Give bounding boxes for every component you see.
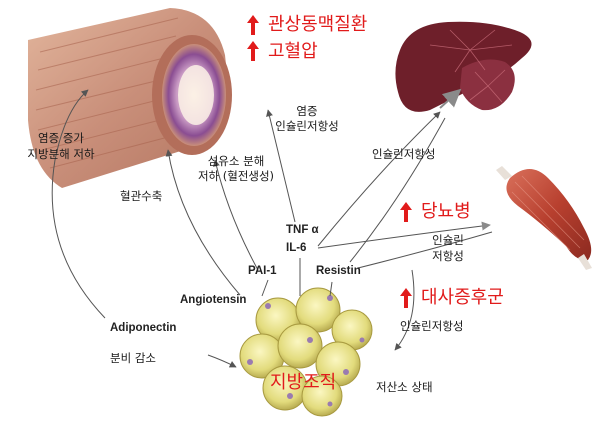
liver-insulin-resistance-label: 인슐린저항성 bbox=[372, 146, 435, 162]
metabolic-insulin-resistance-label: 인슐린저항성 bbox=[400, 318, 463, 334]
inflammation-label: 염증 bbox=[262, 103, 352, 119]
increase-arrow-icon bbox=[398, 287, 414, 309]
metabolic-syndrome-label: 대사증후군 bbox=[421, 287, 504, 309]
insulin-resistance-vessel-label: 인슐린저항성 bbox=[254, 118, 360, 134]
angiotensin-label: Angiotensin bbox=[180, 292, 246, 308]
lipolysis-decrease-label: 지방분해 저하 bbox=[6, 146, 116, 162]
pai1-label: PAI-1 bbox=[248, 263, 277, 279]
hypertension-label: 고혈압 bbox=[268, 41, 318, 63]
vasoconstriction-label: 혈관수축 bbox=[120, 188, 162, 204]
inflammation-increase-label: 염증 증가 bbox=[6, 130, 116, 146]
increase-arrow-icon bbox=[245, 40, 261, 62]
increase-arrow-icon bbox=[245, 14, 261, 36]
adipose-tissue-label: 지방조직 bbox=[270, 372, 336, 394]
coronary-artery-disease-label: 관상동맥질환 bbox=[268, 14, 367, 36]
thrombosis-label: 저하 (혈전생성) bbox=[180, 168, 292, 184]
fibrinolysis-label: 섬유소 분해 bbox=[186, 153, 286, 169]
muscle-icon bbox=[496, 166, 592, 270]
muscle-insulin-label: 인슐린 bbox=[420, 232, 476, 248]
secretion-decrease-label: 분비 감소 bbox=[110, 350, 156, 366]
increase-arrow-icon bbox=[398, 201, 414, 223]
hypoxia-label: 저산소 상태 bbox=[376, 379, 433, 395]
muscle-resistance-label: 저항성 bbox=[420, 248, 476, 264]
adipose-tissue-icon bbox=[240, 288, 372, 416]
resistin-label: Resistin bbox=[316, 263, 361, 279]
liver-icon bbox=[395, 22, 531, 112]
il6-label: IL-6 bbox=[286, 240, 306, 256]
adiponectin-label: Adiponectin bbox=[110, 320, 176, 336]
diabetes-label: 당뇨병 bbox=[421, 201, 471, 223]
tnf-alpha-label: TNF α bbox=[286, 222, 319, 238]
